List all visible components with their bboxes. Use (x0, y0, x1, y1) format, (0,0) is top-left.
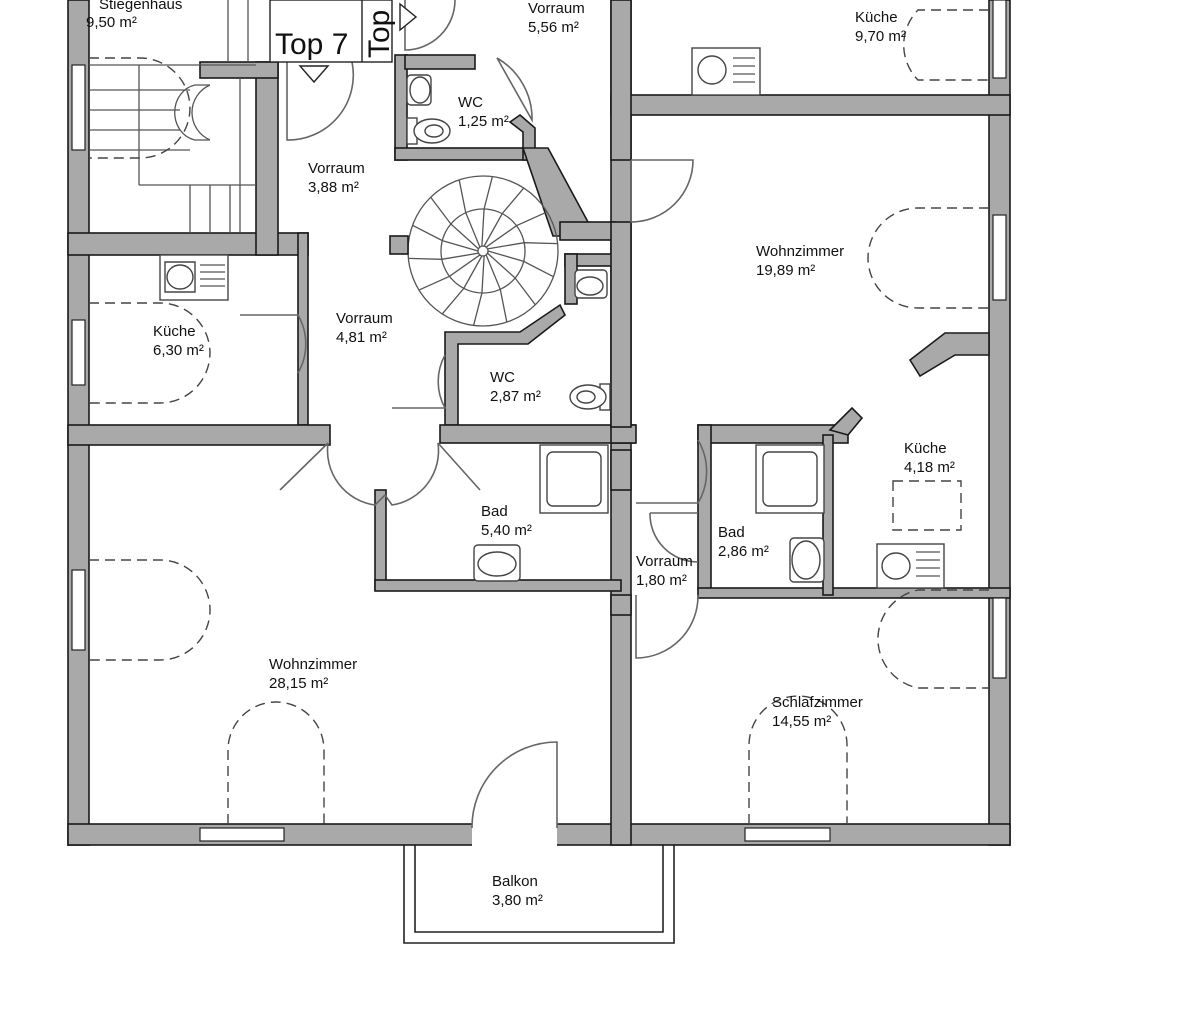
room-area: 2,86 m² (718, 543, 769, 560)
room-kueche-top-right: Küche 9,70 m² (855, 9, 906, 45)
room-name: WC (490, 369, 515, 386)
spiral-step (481, 176, 494, 247)
room-schlafzimmer: Schlafzimmer 14,55 m² (772, 694, 863, 730)
room-name: Vorraum (528, 0, 585, 17)
room-area: 14,55 m² (772, 713, 831, 730)
room-vorraum-180: Vorraum 1,80 m² (636, 553, 693, 589)
room-vorraum-481: Vorraum 4,81 m² (336, 310, 393, 346)
shower-bad-540 (539, 444, 609, 514)
spiral-step (441, 255, 483, 315)
spiral-step (412, 224, 479, 252)
room-name: Vorraum (636, 553, 693, 570)
room-name: Vorraum (308, 160, 365, 177)
room-name: Stiegenhaus (99, 0, 182, 13)
room-name: Schlafzimmer (772, 694, 863, 711)
sink-kueche-right (876, 543, 945, 589)
room-bad-540: Bad 5,40 m² (481, 503, 532, 539)
window-right-3 (992, 597, 1007, 679)
room-wc-small: WC 1,25 m² (458, 94, 509, 130)
room-bad-286: Bad 2,86 m² (718, 524, 769, 560)
spiral-step (472, 255, 485, 326)
room-area: 3,80 m² (492, 892, 543, 909)
washbasin-bad-286 (789, 537, 825, 583)
spiral-step (485, 211, 548, 248)
room-vorraum-388: Vorraum 3,88 m² (308, 160, 365, 196)
room-name: Vorraum (336, 310, 393, 327)
window-left-2 (71, 319, 86, 386)
window-left-1 (71, 64, 86, 151)
room-wc-large: WC 2,87 m² (490, 369, 541, 405)
washbasin-bad-540 (473, 544, 521, 582)
outer-walls (67, 0, 1011, 846)
room-area: 28,15 m² (269, 675, 328, 692)
spiral-staircase (389, 175, 559, 327)
room-area: 4,18 m² (904, 459, 955, 476)
spiral-step (458, 179, 481, 248)
room-area: 19,89 m² (756, 262, 815, 279)
room-kueche-right: Küche 4,18 m² (904, 440, 955, 476)
room-area: 1,80 m² (636, 572, 687, 589)
room-area: 2,87 m² (490, 388, 541, 405)
room-name: Wohnzimmer (756, 243, 844, 260)
washbasin-wc-large (574, 269, 608, 299)
entry-arrow-right-icon (399, 2, 418, 32)
top-vertical-label: Top (363, 10, 396, 58)
room-stiegenhaus: Stiegenhaus 9,50 m² (86, 0, 182, 31)
top7-label: Top 7 (275, 28, 348, 61)
fixtures (159, 47, 945, 589)
windows (71, 0, 1007, 842)
spiral-step (483, 187, 525, 247)
window-left-3 (71, 569, 86, 651)
room-area: 1,25 m² (458, 113, 509, 130)
window-bottom-2 (744, 827, 831, 842)
room-area: 6,30 m² (153, 342, 204, 359)
room-name: Bad (718, 524, 745, 541)
room-name: WC (458, 94, 483, 111)
room-area: 9,70 m² (855, 28, 906, 45)
spiral-step (408, 252, 479, 260)
window-right-1 (992, 0, 1007, 79)
room-wohnzimmer-right: Wohnzimmer 19,89 m² (756, 243, 844, 279)
balcony (403, 845, 675, 944)
sink-kueche-top-right (691, 47, 761, 96)
shower-bad-286 (755, 444, 825, 514)
room-name: Balkon (492, 873, 538, 890)
dashed-swing-areas (89, 9, 989, 824)
room-wohnzimmer-left: Wohnzimmer 28,15 m² (269, 656, 357, 692)
entry-arrow-down-icon (298, 65, 330, 84)
toilet-wc-small (406, 117, 451, 145)
room-labels: Stiegenhaus 9,50 m² Vorraum 5,56 m² Küch… (86, 0, 955, 909)
sink-kueche-left (159, 254, 229, 301)
room-name: Küche (855, 9, 898, 26)
apartment-markers: Top 7 Top (269, 0, 418, 84)
room-area: 5,56 m² (528, 19, 579, 36)
spiral-step (418, 254, 481, 291)
room-balkon: Balkon 3,80 m² (492, 873, 543, 909)
room-area: 4,81 m² (336, 329, 387, 346)
room-vorraum-top: Vorraum 5,56 m² (528, 0, 585, 36)
room-area: 5,40 m² (481, 522, 532, 539)
staircase (89, 0, 256, 233)
room-area: 9,50 m² (86, 14, 137, 31)
spiral-step (430, 196, 479, 250)
window-right-2 (992, 214, 1007, 301)
doors (240, 0, 708, 829)
spiral-step (487, 252, 536, 306)
room-name: Bad (481, 503, 508, 520)
toilet-wc-large (569, 383, 611, 411)
spiral-step (487, 242, 558, 250)
room-name: Küche (904, 440, 947, 457)
spiral-step (485, 254, 508, 323)
interior-walls (67, 0, 1011, 616)
room-area: 3,88 m² (308, 179, 359, 196)
room-name: Wohnzimmer (269, 656, 357, 673)
room-kueche-left: Küche 6,30 m² (153, 323, 204, 359)
window-bottom-1 (199, 827, 285, 842)
room-name: Küche (153, 323, 196, 340)
spiral-step (487, 250, 554, 278)
washbasin-wc-small (406, 74, 432, 106)
